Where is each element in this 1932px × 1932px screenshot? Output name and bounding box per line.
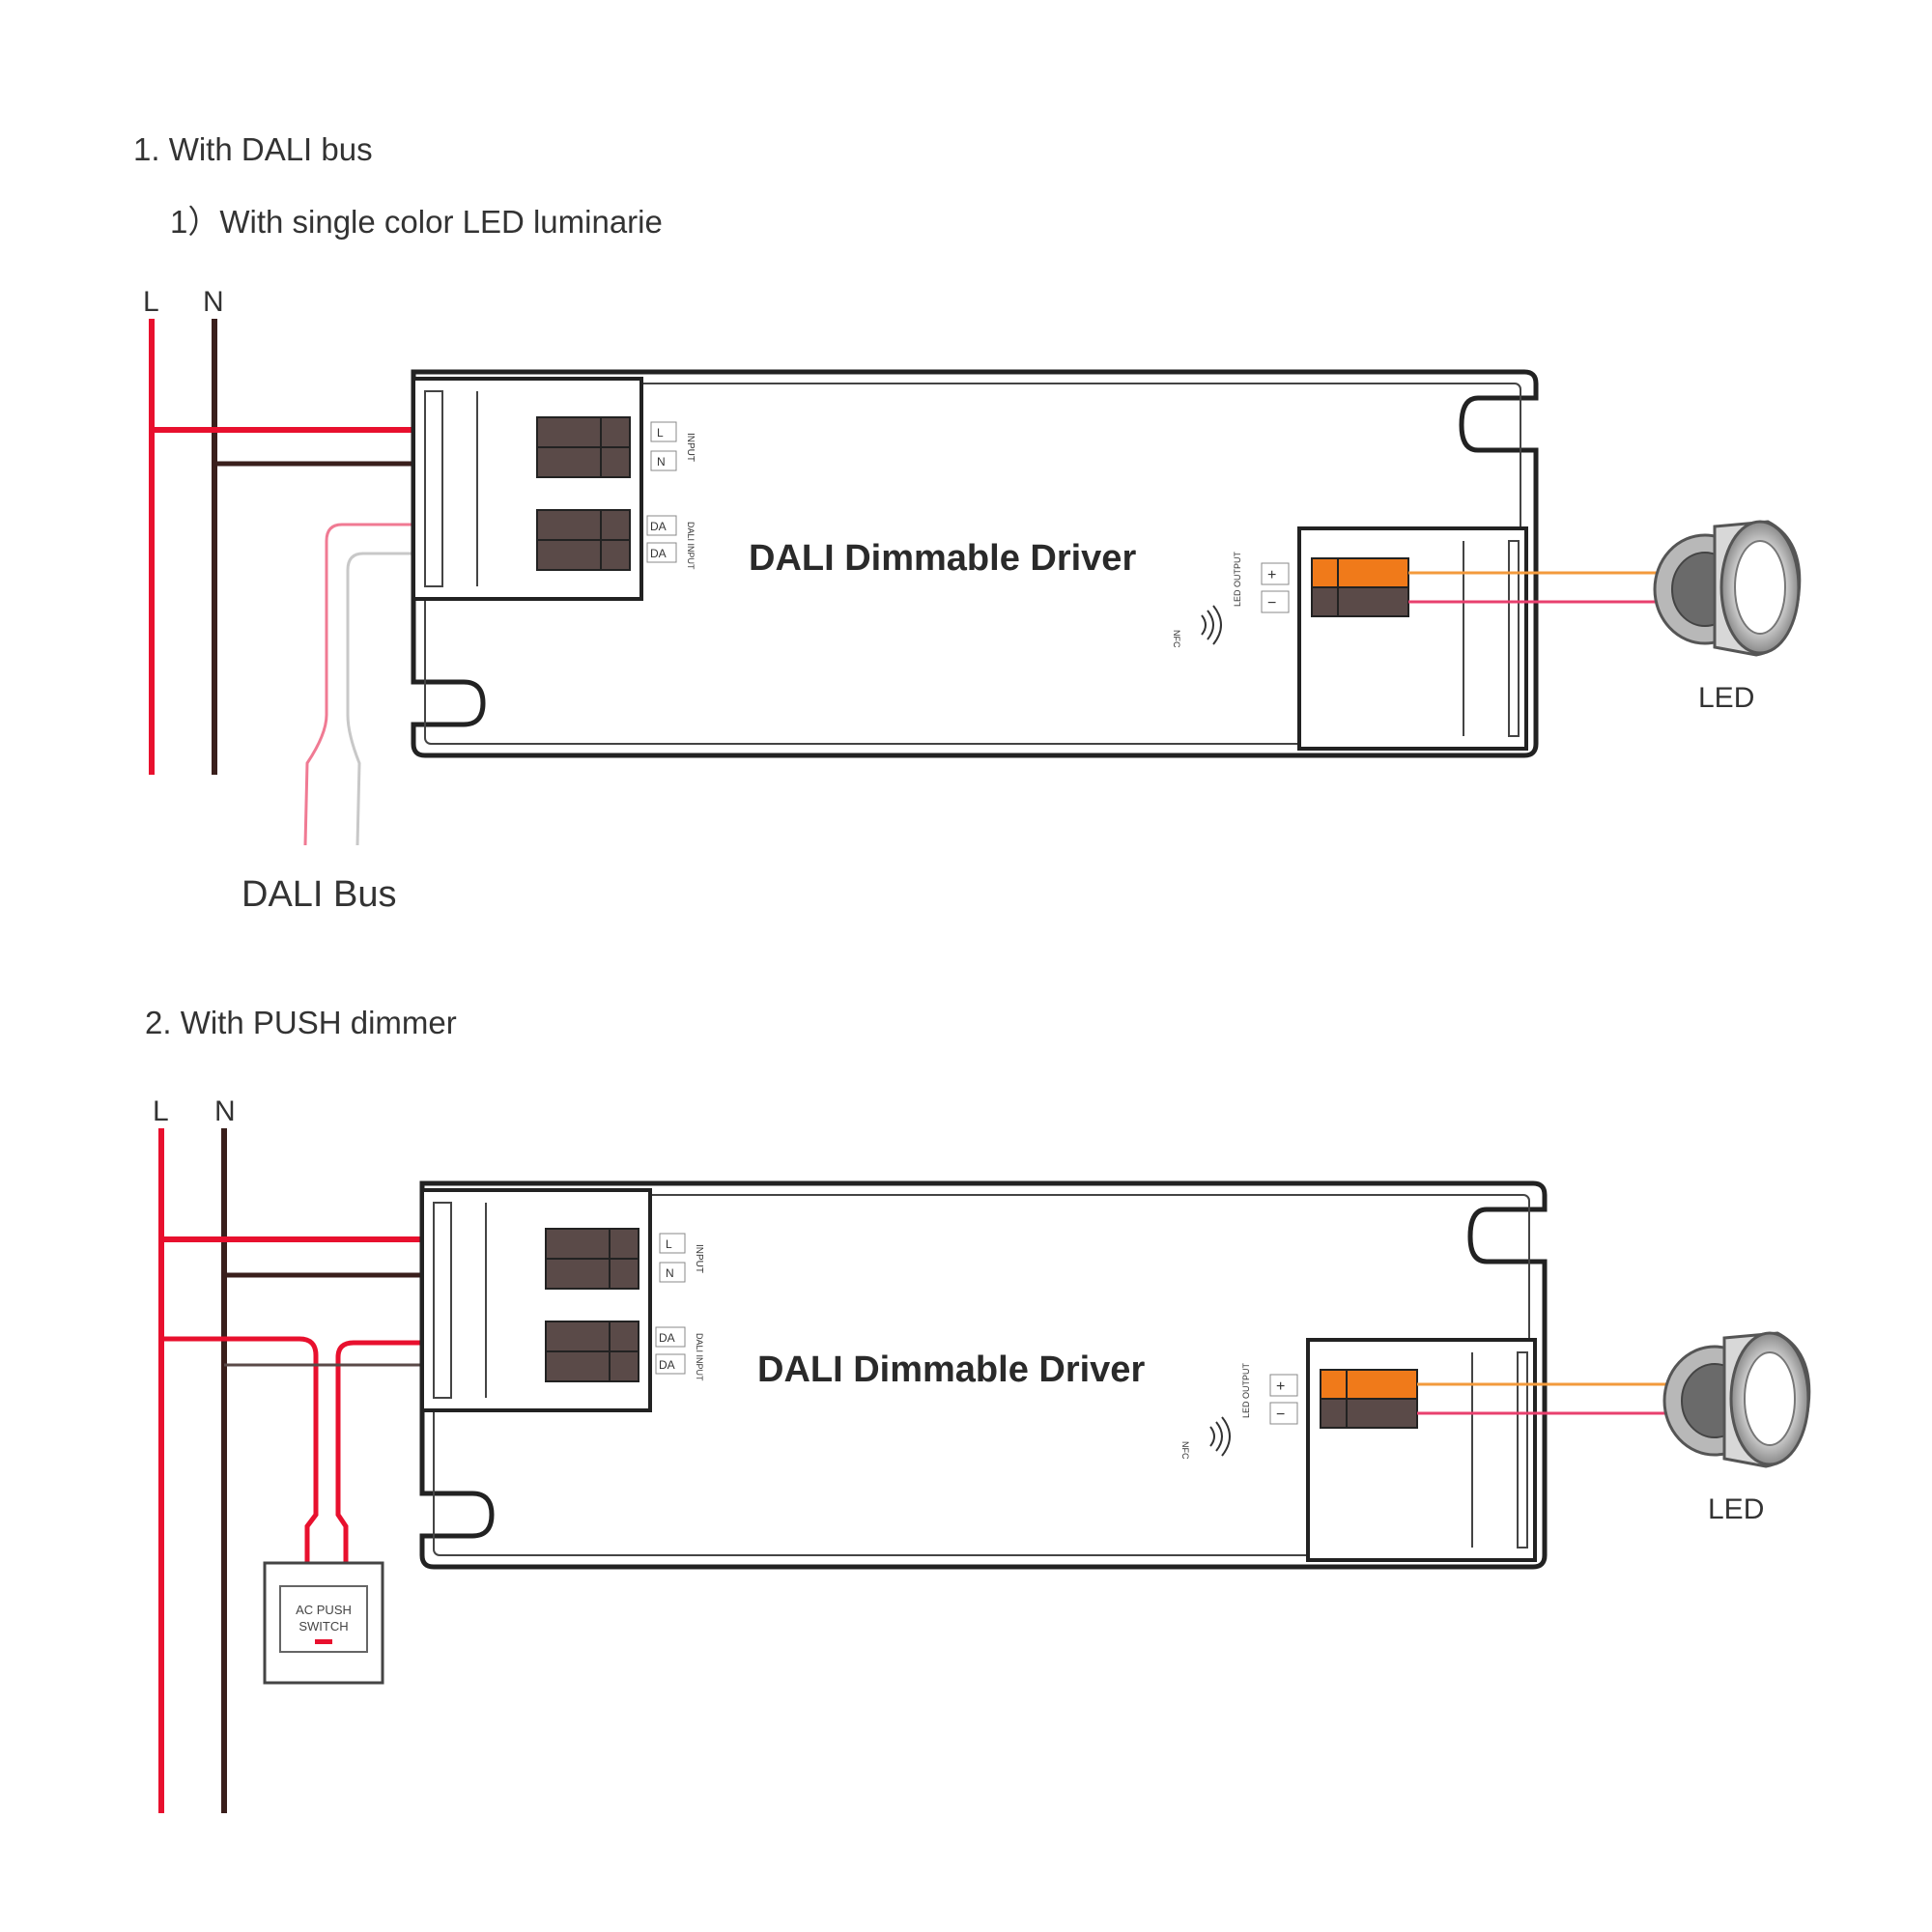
output-minus-label: − <box>1276 1406 1285 1423</box>
wire-mark: NFC <box>1172 630 1181 648</box>
dali-terminal-2-label: DA <box>659 1358 675 1372</box>
dali-bus-label: DALI Bus <box>242 874 397 915</box>
ac-push-switch: AC PUSH SWITCH <box>263 1561 384 1685</box>
output-plus-label: + <box>1276 1378 1285 1395</box>
led-label: LED <box>1708 1493 1764 1525</box>
dali-terminal-2-label: DA <box>650 547 667 560</box>
switch-label-line-1: AC PUSH <box>296 1603 352 1617</box>
switch-indicator <box>315 1639 332 1644</box>
section-2-heading: 2. With PUSH dimmer <box>145 1005 457 1040</box>
driver-title: DALI Dimmable Driver <box>757 1350 1145 1390</box>
line-label: L <box>153 1095 169 1127</box>
neutral-label: N <box>203 286 224 318</box>
wire-mark: NFC <box>1180 1441 1190 1460</box>
output-minus-label: − <box>1267 595 1276 611</box>
output-label: LED OUTPUT <box>1233 551 1242 607</box>
input-label: INPUT <box>694 1244 704 1273</box>
section-1-subheading: 1）With single color LED luminarie <box>170 204 663 240</box>
dali-driver-2: L N INPUT DA DA DALI INPUT DALI Dimmable… <box>419 1180 1548 1570</box>
line-label: L <box>143 286 159 318</box>
dali-terminal-1-label: DA <box>659 1331 675 1345</box>
input-terminal-n-label: N <box>657 455 666 469</box>
input-terminal-l-label: L <box>666 1237 672 1251</box>
input-label: INPUT <box>685 433 696 462</box>
dali-wire-1 <box>303 523 537 846</box>
input-terminal-l-label: L <box>657 426 664 440</box>
led-lamp-icon <box>1653 520 1802 657</box>
input-terminal-n-label: N <box>666 1266 674 1280</box>
switch-label-line-2: SWITCH <box>298 1619 348 1634</box>
wireless-icon <box>1201 605 1222 645</box>
driver-title: DALI Dimmable Driver <box>749 538 1136 579</box>
dali-driver-1: L N INPUT DA DA DALI INPUT DALI Dimmable… <box>411 369 1539 758</box>
driver-housing <box>419 1180 1548 1570</box>
output-plus-label: + <box>1267 567 1276 583</box>
neutral-label: N <box>214 1095 236 1127</box>
dali-terminal-1-label: DA <box>650 520 667 533</box>
driver-housing <box>411 369 1539 758</box>
led-lamp-icon <box>1662 1331 1811 1468</box>
dali-input-label: DALI INPUT <box>695 1333 704 1381</box>
led-label: LED <box>1698 682 1754 714</box>
dali-input-label: DALI INPUT <box>686 522 696 570</box>
section-1-diagram: L N DALI Bus L <box>143 286 1802 915</box>
section-1-heading: 1. With DALI bus <box>133 131 373 167</box>
dali-wire-2 <box>346 552 537 846</box>
section-2-diagram: L N AC PUSH SWITCH <box>153 1095 1811 1813</box>
output-label: LED OUTPUT <box>1241 1362 1251 1418</box>
switch-wire-live <box>161 1336 319 1565</box>
wireless-icon <box>1209 1416 1231 1457</box>
